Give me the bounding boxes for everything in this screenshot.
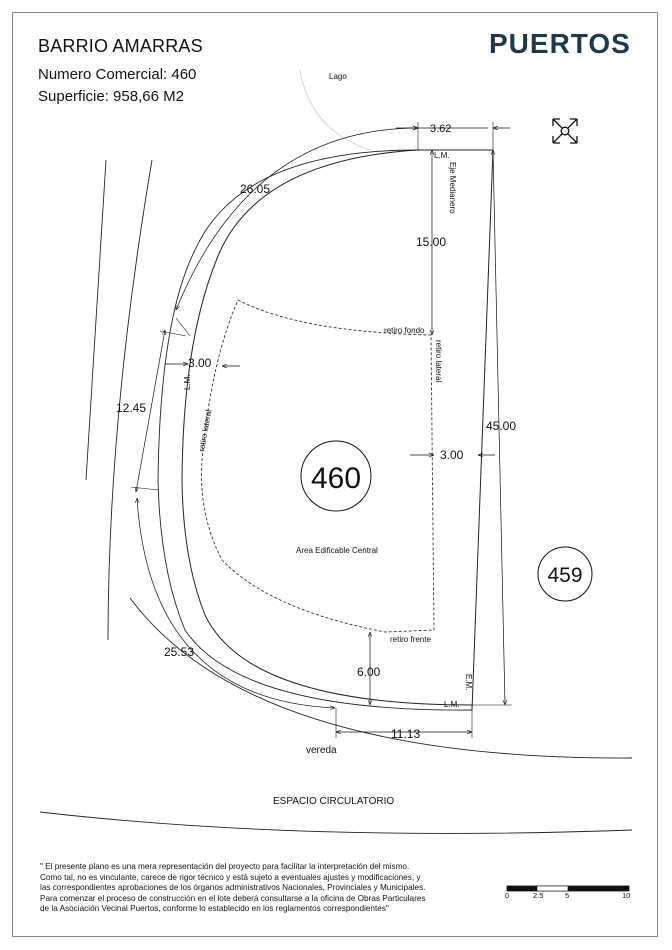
scale-tick-5: 5 xyxy=(565,891,569,900)
dim-arc-top xyxy=(175,128,418,310)
neighbor-lot-number: 459 xyxy=(547,564,582,587)
disclaimer-line: las correspondientes aprobaciones de los… xyxy=(40,883,426,893)
dim-top-width: 3.62 xyxy=(430,123,451,135)
retiro-lateral-right-label: retiro lateral xyxy=(434,340,443,382)
scale-bar xyxy=(506,885,630,892)
scale-tick-10: 10 xyxy=(622,891,630,900)
lake-outline xyxy=(299,69,371,151)
road-line-inner xyxy=(107,159,153,641)
disclaimer-line: " El presente plano es una mera represen… xyxy=(40,862,410,871)
retiro-fondo-label: retiro fondo xyxy=(384,326,425,335)
lm-top-label: L.M. xyxy=(434,151,450,160)
surface-area: Superficie: 958,66 M2 xyxy=(38,88,184,105)
disclaimer-line: Para comenzar el proceso de construcción… xyxy=(40,893,426,903)
scale-tick-0: 0 xyxy=(505,891,509,900)
lm-left-label: L.M. xyxy=(183,374,192,390)
dim-arc-bottom xyxy=(137,498,335,708)
circulation-label: ESPACIO CIRCULATORIO xyxy=(273,796,394,807)
em-label: E.M. xyxy=(464,674,473,690)
lot-number-circle xyxy=(300,440,372,512)
dim-arc-top-label: 26.05 xyxy=(240,182,270,196)
page-title: BARRIO AMARRAS xyxy=(38,36,203,56)
dim-right-side-line xyxy=(493,150,505,705)
retiro-frente-label: retiro frente xyxy=(390,635,431,644)
sidewalk-line xyxy=(129,597,633,759)
dim-left-straight-line xyxy=(136,330,165,492)
compass-icon xyxy=(552,118,578,144)
neighbor-lot-circle xyxy=(537,546,593,602)
dim-left-setback: 3.00 xyxy=(188,356,212,370)
lot-line-arc xyxy=(181,149,473,706)
dim-left-straight-ext-bottom xyxy=(130,486,159,491)
retiro-lateral-left-label: retiro lateral xyxy=(197,409,213,452)
dim-bottom-width: 11.13 xyxy=(391,727,420,741)
sheet-border xyxy=(12,12,658,937)
circulation-top-line xyxy=(39,811,633,834)
sidewalk-label: vereda xyxy=(306,745,337,756)
central-area-label: Area Edificable Central xyxy=(296,546,378,555)
dim-left-straight-ext-top xyxy=(159,330,187,337)
disclaimer-line: de la Asociación Vecinal Puertos, confor… xyxy=(40,904,389,914)
lm-bottom-label: L.M. xyxy=(444,700,460,709)
scale-tick-2-5: 2.5 xyxy=(533,891,543,900)
commercial-number: Numero Comercial: 460 xyxy=(38,66,197,83)
lake-label: Lago xyxy=(329,72,347,81)
dim-right-side: 45.00 xyxy=(486,419,516,433)
disclaimer: " El presente plano es una mera represen… xyxy=(40,862,480,915)
brand-logo: PUERTOS xyxy=(489,28,631,59)
eje-medianero-label: Eje Medianero xyxy=(448,162,457,214)
road-line-outer xyxy=(85,159,107,481)
dim-arc-top-ext xyxy=(175,317,191,337)
dim-left-straight: 12.45 xyxy=(116,401,146,415)
dim-arc-bottom-label: 25.53 xyxy=(164,645,194,659)
lot-number: 460 xyxy=(311,462,361,495)
disclaimer-line: Como tal, no es vinculante, carece de ri… xyxy=(40,872,421,882)
lot-right-boundary xyxy=(418,149,494,711)
dim-right-setback: 3.00 xyxy=(440,448,464,462)
dim-front-setback: 6.00 xyxy=(357,665,381,679)
dim-back-setback: 15.00 xyxy=(416,235,446,249)
